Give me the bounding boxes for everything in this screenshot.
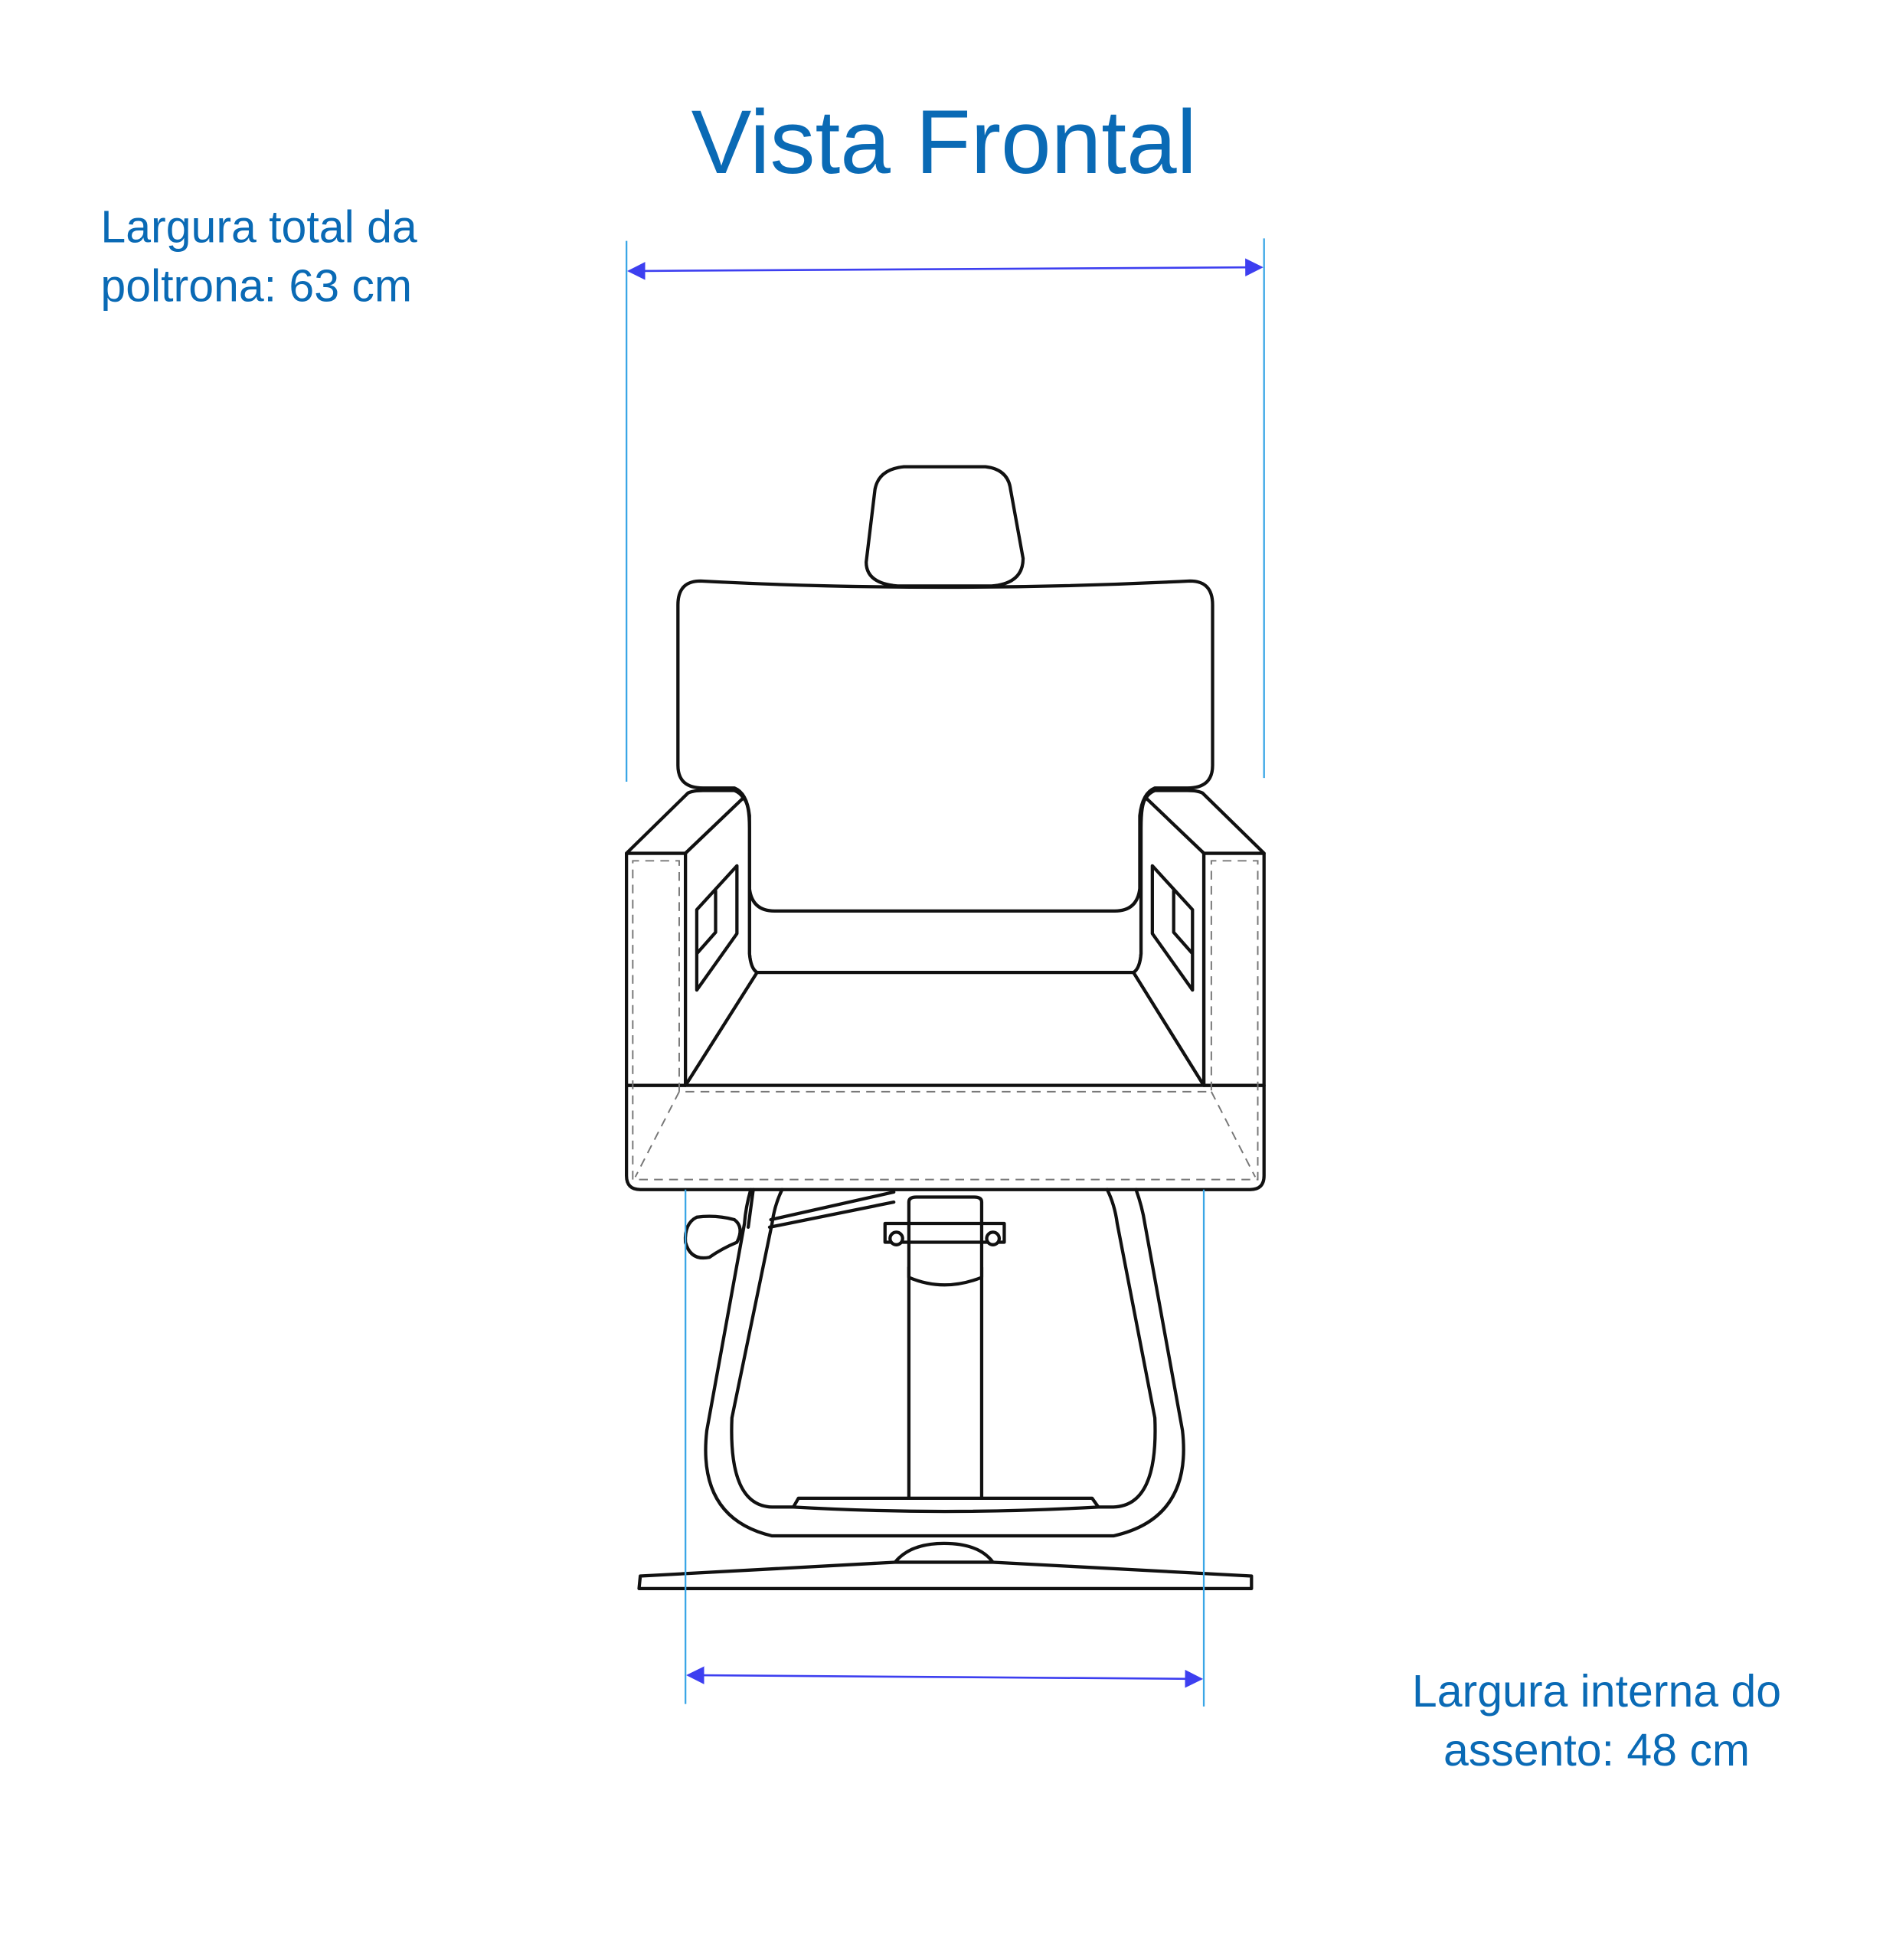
chair-base bbox=[637, 1187, 1254, 1591]
dimension-arrow bbox=[686, 1666, 1204, 1688]
total-width-dimension bbox=[625, 238, 1265, 782]
right-armrest bbox=[1201, 851, 1266, 1087]
seat-width-dimension bbox=[685, 1189, 1205, 1707]
dimension-arrow bbox=[627, 258, 1264, 280]
lever-knob bbox=[683, 1214, 742, 1260]
hydraulic-column bbox=[907, 1266, 984, 1501]
pump-lever bbox=[746, 1187, 896, 1229]
seat-front bbox=[624, 1083, 1266, 1191]
seat-width-label-line2: assento: 48 cm bbox=[1443, 1725, 1750, 1775]
page-title: Vista Frontal bbox=[691, 92, 1197, 193]
seat-cushion bbox=[684, 971, 1206, 1087]
seat-width-label-line1: Largura interna do bbox=[1412, 1666, 1781, 1717]
backrest bbox=[676, 579, 1214, 913]
total-width-label-line2: poltrona: 63 cm bbox=[100, 260, 412, 311]
base-plate bbox=[637, 1560, 1254, 1591]
left-armrest bbox=[624, 851, 688, 1087]
chair-drawing bbox=[624, 465, 1266, 1191]
total-width-label-line1: Largura total da bbox=[100, 201, 417, 252]
headrest bbox=[865, 465, 1025, 588]
